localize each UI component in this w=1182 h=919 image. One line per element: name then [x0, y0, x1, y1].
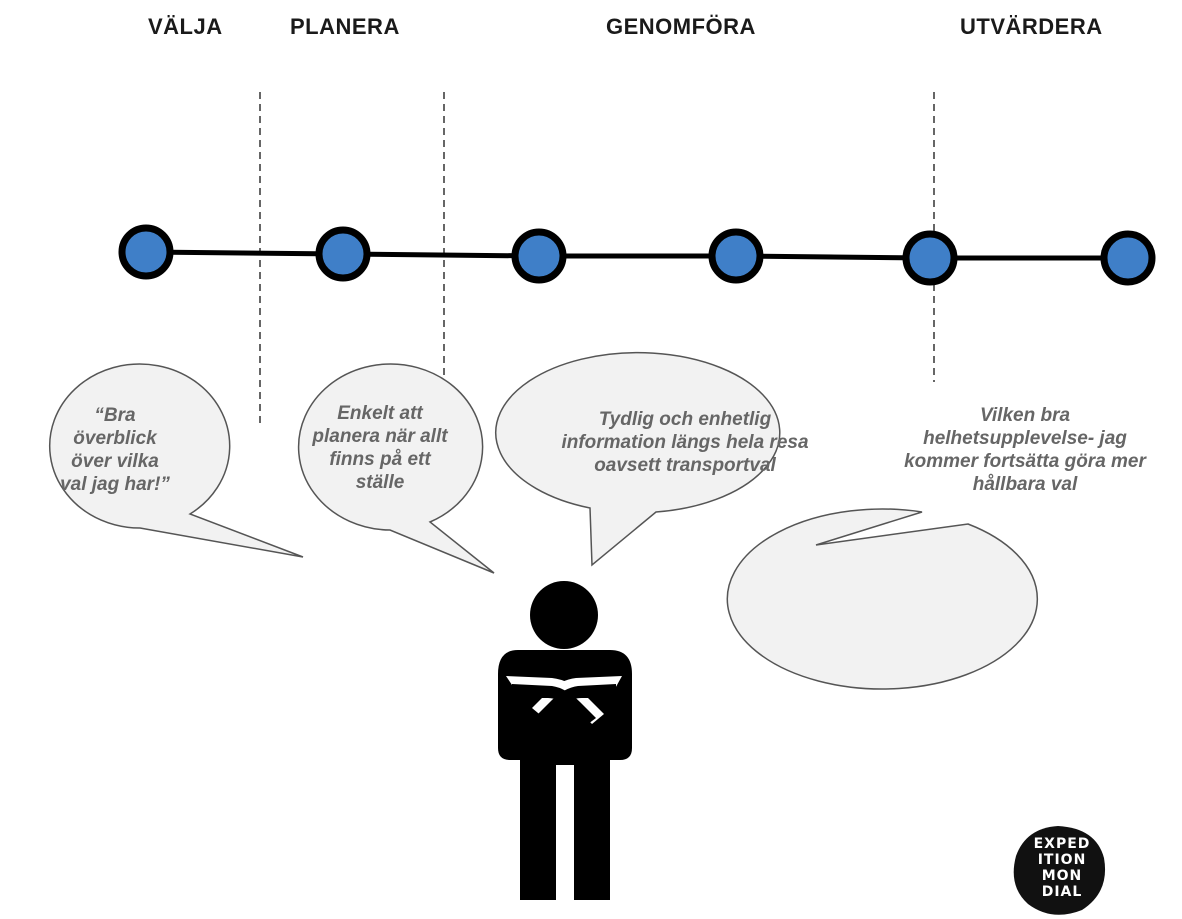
expedition-mondial-logo	[1013, 826, 1106, 915]
timeline-node	[708, 228, 764, 284]
logo-text: EXPED ITION MON DIAL	[1033, 836, 1091, 900]
timeline-node	[118, 224, 174, 280]
timeline-node	[902, 230, 958, 286]
phase-label-planera: PLANERA	[290, 14, 400, 39]
phase-label-valja: VÄLJA	[148, 14, 223, 39]
phase-label-utvardera: UTVÄRDERA	[960, 14, 1103, 39]
quote-valja: “Bra överblick över vilka val jag har!”	[60, 405, 170, 495]
speech-bubble-planera	[297, 363, 495, 574]
timeline-node	[1100, 230, 1156, 286]
speech-bubble-utvardera	[726, 508, 1039, 690]
phase-label-genomfora: GENOMFÖRA	[606, 14, 756, 39]
speech-bubble-valja	[48, 363, 304, 558]
timeline-node	[315, 226, 371, 282]
speech-bubble-genomfora	[495, 351, 781, 567]
quote-genomfora: Tydlig och enhetlig information längs he…	[561, 408, 809, 476]
timeline-line	[145, 249, 1128, 261]
timeline-node	[511, 228, 567, 284]
quote-utvardera: Vilken bra helhetsupplevelse- jag kommer…	[904, 405, 1146, 495]
person-icon	[498, 581, 632, 900]
quote-planera: Enkelt att planera när allt finns på ett…	[312, 403, 448, 493]
